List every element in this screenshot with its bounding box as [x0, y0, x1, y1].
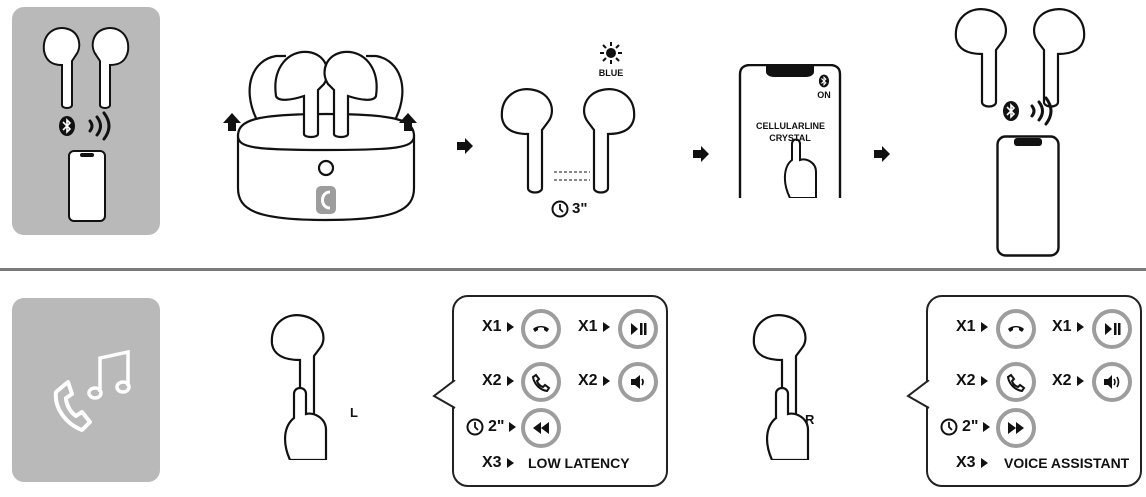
low-latency-label: LOW LATENCY — [528, 455, 630, 471]
left-x1-call-label: X1 — [482, 318, 514, 336]
right-x2-vol-label: X2 — [1052, 372, 1084, 390]
play-pause-icon — [1092, 309, 1132, 349]
music-note-icon — [87, 349, 131, 400]
hold-timer-icon — [551, 200, 569, 218]
left-x2-vol-label: X2 — [578, 372, 610, 390]
smartphone-icon — [996, 135, 1060, 257]
fast-forward-icon — [996, 408, 1036, 448]
device-name-line2: CRYSTAL — [769, 133, 811, 143]
right-x3-label: X3 — [956, 454, 988, 472]
up-arrow-icon — [223, 113, 241, 131]
earbuds-pair-icon — [42, 27, 130, 109]
connected-earbuds-illustration — [954, 8, 1086, 108]
phone-icon — [53, 380, 92, 432]
hang-up-icon — [996, 309, 1036, 349]
callout-pointer — [432, 380, 456, 409]
answer-call-icon — [996, 362, 1036, 402]
right-x1-play-label: X1 — [1052, 318, 1084, 336]
signal-icon — [88, 111, 111, 141]
left-x2-call-label: X2 — [482, 372, 514, 390]
pairing-panel — [12, 7, 160, 235]
rewind-icon — [521, 408, 561, 448]
phone-pairing-screen — [738, 64, 842, 198]
callout-pointer — [906, 380, 930, 409]
charging-case-illustration — [236, 50, 416, 222]
bluetooth-icon — [59, 116, 75, 136]
bluetooth-icon — [1003, 101, 1019, 121]
hang-up-icon — [521, 309, 561, 349]
hold-timer-icon — [940, 418, 958, 436]
right-hold-label: 2" — [962, 418, 991, 436]
signal-icon — [1030, 96, 1053, 126]
right-earbud-touch-illustration — [752, 314, 810, 460]
voice-assistant-label: VOICE ASSISTANT — [1004, 455, 1130, 471]
next-step-arrow-icon — [874, 146, 890, 162]
smartphone-icon — [68, 150, 106, 222]
section-divider — [0, 268, 1146, 271]
device-name-line1: CELLULARLINE — [756, 121, 825, 131]
hold-duration-label: 3" — [572, 200, 588, 217]
bluetooth-state-label: ON — [817, 90, 831, 100]
left-x1-play-label: X1 — [578, 318, 610, 336]
left-earbud-touch-illustration — [270, 314, 328, 460]
play-pause-icon — [618, 309, 658, 349]
hold-timer-icon — [466, 418, 484, 436]
led-color-label: BLUE — [598, 68, 624, 78]
right-side-label: R — [805, 412, 815, 427]
controls-panel — [12, 298, 160, 482]
left-x3-label: X3 — [482, 454, 514, 472]
right-x2-call-label: X2 — [956, 372, 988, 390]
right-x1-call-label: X1 — [956, 318, 988, 336]
answer-call-icon — [521, 362, 561, 402]
earbuds-illustration — [500, 88, 636, 194]
up-arrow-icon — [399, 113, 417, 131]
bluetooth-icon — [818, 74, 830, 88]
sun-led-icon — [600, 42, 622, 64]
next-step-arrow-icon — [693, 146, 709, 162]
volume-up-icon — [1092, 362, 1132, 402]
left-hold-label: 2" — [488, 418, 517, 436]
left-side-label: L — [350, 405, 358, 420]
volume-down-icon — [618, 362, 658, 402]
next-step-arrow-icon — [457, 138, 473, 154]
